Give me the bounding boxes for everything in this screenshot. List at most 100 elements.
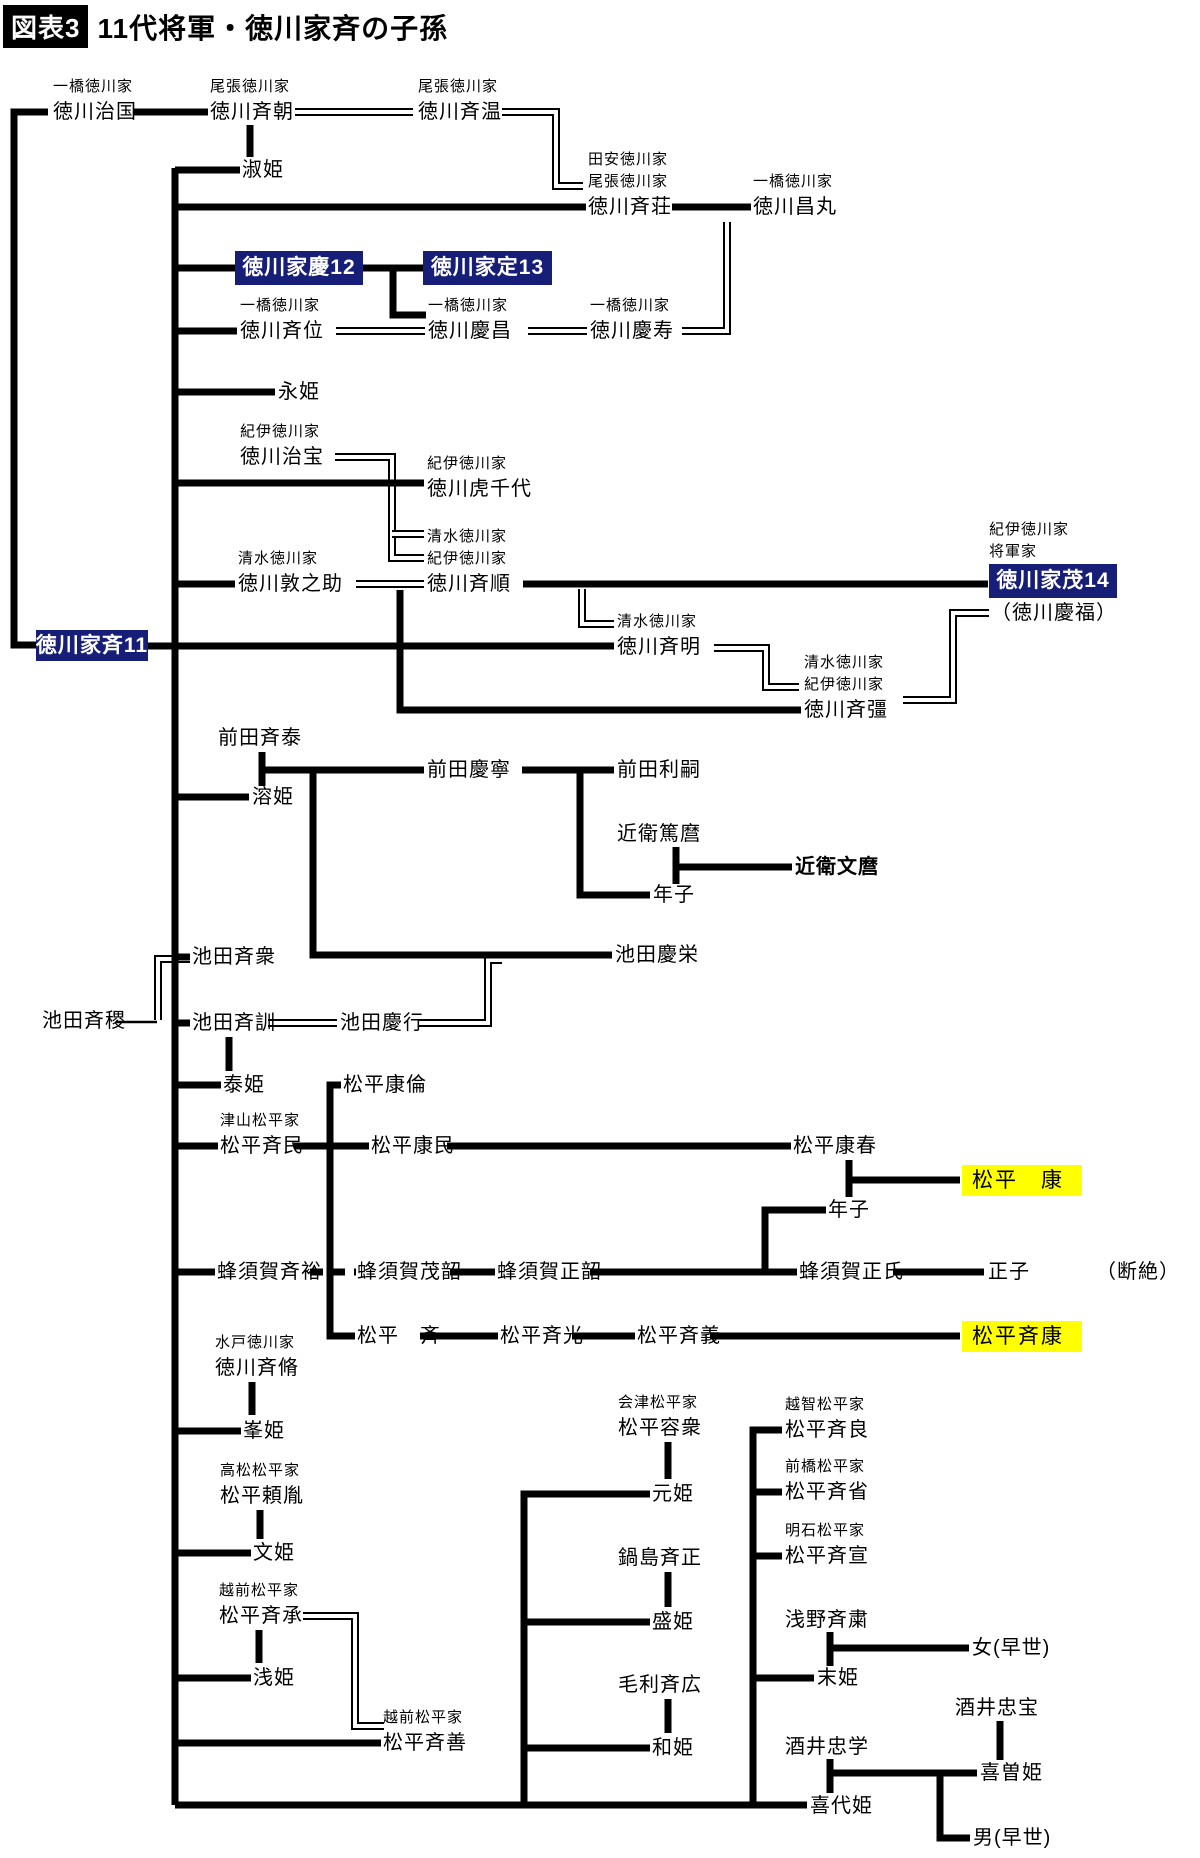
person-node: 松平斉義 [637,1323,721,1349]
person-node: 徳川家定13 [423,251,552,285]
person-node: 近衛篤麿 [617,821,701,847]
person-node: 前田斉泰 [218,725,302,751]
family-house-labels: 紀伊徳川家 [240,421,320,443]
person-name: 浅野斉粛 [785,1609,869,1631]
person-node: 越前松平家松平斉善 [383,1709,467,1756]
person-name: 松平斉義 [637,1325,721,1347]
person-node: 喜曽姫 [980,1760,1043,1786]
person-node: 近衛文麿 [795,854,879,880]
person-node: 松平斉康 [962,1321,1082,1352]
person-name: 池田斉衆 [192,946,276,968]
person-node: 池田斉訓 [192,1010,276,1036]
person-node: 鍋島斉正 [618,1545,702,1571]
person-node: 紀伊徳川家徳川治宝 [240,423,324,470]
family-house-label: 清水徳川家 [617,613,698,630]
person-name: 徳川昌丸 [753,196,837,218]
person-name: 池田慶行 [340,1012,424,1034]
person-node: 一橋徳川家徳川治国 [53,78,137,125]
edge-double-outer [502,108,583,190]
person-node: 尾張徳川家徳川斉朝 [210,78,294,125]
edge-double-outer [578,589,614,628]
edge-double-inner [580,589,614,626]
person-name: 毛利斉広 [618,1674,702,1696]
person-name: 松平康春 [793,1135,877,1157]
family-house-label: 会津松平家 [618,1394,699,1411]
person-name: 松平 康 [972,1168,1064,1192]
edge-double-inner [303,1614,384,1728]
person-node: 浅野斉粛 [785,1607,869,1633]
edge-double-outer [335,453,424,562]
person-name: 元姫 [652,1483,694,1505]
person-name: 徳川斉彊 [804,699,888,721]
edge-double-outer [903,609,989,704]
person-node: 明石松平家松平斉宣 [785,1522,869,1569]
person-node: 徳川家慶12 [235,251,363,285]
person-name: 正子 [988,1261,1030,1283]
person-name: 松平 斉 [357,1325,441,1347]
person-node: 喜代姫 [810,1793,873,1819]
family-house-label: 津山松平家 [220,1112,301,1129]
family-house-labels: 紀伊徳川家将軍家 [989,519,1069,563]
family-house-labels: 越智松平家 [785,1394,865,1416]
family-house-labels: 会津松平家 [618,1392,698,1414]
person-name: 近衛文麿 [795,856,879,878]
family-house-label: 紀伊徳川家 [240,423,321,440]
family-house-labels: 高松松平家 [220,1460,300,1482]
edge-double-inner [502,110,583,188]
edge-descent-line [936,1773,970,1842]
person-node: 松平 康 [962,1165,1082,1196]
family-house-label: 越前松平家 [383,1709,464,1726]
edge-double-outer [714,644,799,691]
person-node: 前橋松平家松平斉省 [785,1458,869,1505]
person-node: 蜂須賀斉裕 [217,1259,322,1285]
person-node: 文姫 [253,1540,295,1566]
person-name: 松平斉民 [220,1135,304,1157]
person-node: 一橋徳川家徳川慶昌 [428,297,512,344]
person-node: 末姫 [817,1665,859,1691]
person-name: 松平容衆 [618,1417,702,1439]
person-name: （断絶） [1096,1261,1180,1283]
person-name: 徳川斉温 [418,101,502,123]
person-node: 尾張徳川家徳川斉温 [418,78,502,125]
person-name: 盛姫 [652,1611,694,1633]
person-name: 喜曽姫 [980,1762,1043,1784]
person-node: 酒井忠学 [785,1734,869,1760]
edge-descent-line [396,590,801,714]
family-house-label: 尾張徳川家 [418,78,499,95]
person-node: 峯姫 [243,1418,285,1444]
person-name: 松平斉光 [500,1325,584,1347]
person-node: 前田慶寧 [427,757,511,783]
edge-double-inner [335,455,424,560]
person-name: 和姫 [652,1737,694,1759]
edge-descent-line [10,108,48,649]
person-name: 徳川治宝 [240,446,324,468]
family-house-label: 清水徳川家 [804,654,885,671]
person-alt-name: （徳川慶福） [991,602,1117,624]
person-node: 池田斉稷 [42,1008,126,1034]
person-name: 池田斉訓 [192,1012,276,1034]
person-name: 徳川虎千代 [427,478,532,500]
person-name: 喜代姫 [810,1795,873,1817]
family-house-label: 紀伊徳川家 [427,550,508,567]
person-name: 徳川斉位 [240,320,324,342]
person-node: 清水徳川家紀伊徳川家徳川斉彊 [804,654,888,723]
person-node: 永姫 [278,379,320,405]
person-node: 蜂須賀茂韶 [357,1259,462,1285]
family-house-label: 一橋徳川家 [590,297,671,314]
family-house-label: 越智松平家 [785,1396,866,1413]
person-name: 文姫 [253,1542,295,1564]
person-node: 前田利嗣 [617,757,701,783]
page-title: 11代将軍・徳川家斉の子孫 [97,12,449,44]
family-house-labels: 越前松平家 [219,1580,299,1602]
person-node: 年子 [828,1197,870,1223]
person-node: 毛利斉広 [618,1672,702,1698]
person-node: 紀伊徳川家将軍家徳川家茂14（徳川慶福） [989,521,1117,624]
family-house-label: 清水徳川家 [427,528,508,545]
family-house-labels: 一橋徳川家 [753,171,833,193]
family-house-labels: 一橋徳川家 [240,295,320,317]
person-node: 松平康民 [371,1133,455,1159]
family-house-label: 高松松平家 [220,1462,301,1479]
person-name: 徳川斉順 [427,573,511,595]
person-node: 松平 斉 [357,1323,441,1349]
person-node: 会津松平家松平容衆 [618,1394,702,1441]
